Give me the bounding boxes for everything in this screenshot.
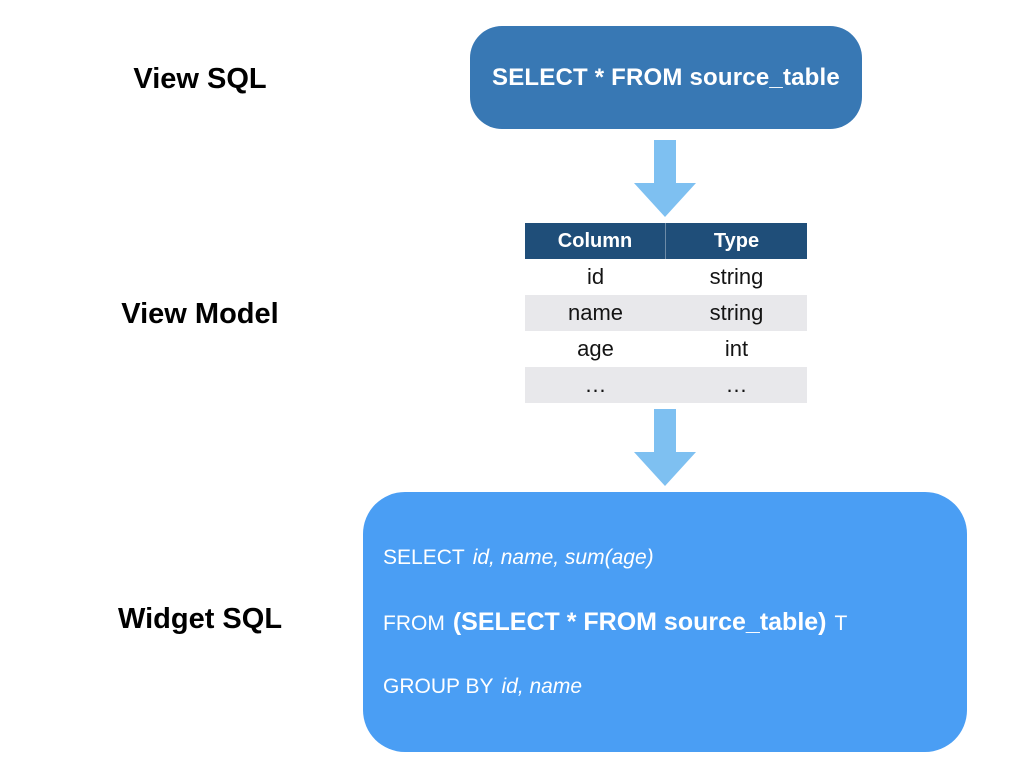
table-row: id string <box>525 259 807 295</box>
label-view-sql: View SQL <box>133 63 267 95</box>
view-sql-box: SELECT * FROM source_table <box>470 26 862 129</box>
sql-keyword: SELECT <box>383 545 465 569</box>
sql-keyword: FROM <box>383 611 445 635</box>
down-arrow-icon <box>633 409 697 486</box>
table-row: age int <box>525 331 807 367</box>
table-header-cell-type: Type <box>713 229 760 252</box>
label-view-model: View Model <box>121 298 279 330</box>
view-model-table: Column Type id string name string age in… <box>525 223 807 403</box>
sql-alias: T <box>834 611 848 635</box>
table-row: name string <box>525 295 807 331</box>
table-cell: age <box>577 336 614 361</box>
widget-sql-line-from: FROM (SELECT * FROM source_table) T <box>383 608 967 637</box>
view-sql-text: SELECT * FROM source_table <box>492 63 840 91</box>
table-row: … … <box>525 367 807 403</box>
table-cell: string <box>709 300 764 325</box>
table-cell: int <box>724 336 749 361</box>
label-widget-sql: Widget SQL <box>117 603 283 635</box>
table-cell: string <box>709 264 764 289</box>
sql-columns: id, name, sum(age) <box>472 545 654 569</box>
table-cell: name <box>567 300 624 325</box>
table-header-cell-column: Column <box>525 223 666 259</box>
table-header-row: Column Type <box>525 223 807 259</box>
table-cell: … <box>584 372 607 397</box>
table-cell: id <box>586 264 605 289</box>
down-arrow-icon <box>633 140 697 217</box>
widget-sql-box: SELECT id, name, sum(age) FROM (SELECT *… <box>363 492 967 752</box>
widget-sql-line-select: SELECT id, name, sum(age) <box>383 546 967 570</box>
sql-subquery: (SELECT * FROM source_table) <box>452 607 827 636</box>
sql-keyword: GROUP BY <box>383 674 494 698</box>
table-cell: … <box>725 372 748 397</box>
sql-columns: id, name <box>501 674 583 698</box>
widget-sql-line-groupby: GROUP BY id, name <box>383 675 967 699</box>
